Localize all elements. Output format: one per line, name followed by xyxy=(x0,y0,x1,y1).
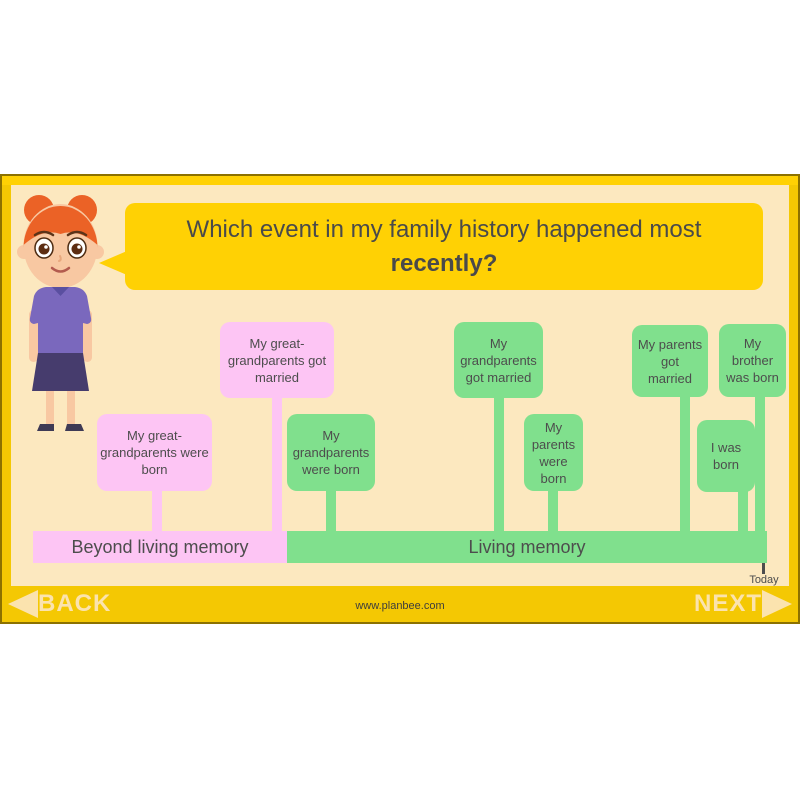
speech-bubble-tail xyxy=(99,251,127,275)
back-arrow-icon xyxy=(8,590,38,618)
event-box-parents-married: My parents got married xyxy=(632,325,708,397)
event-box-great-grandparents-born: My great- grandparents were born xyxy=(97,414,212,491)
era-label: Beyond living memory xyxy=(71,536,249,557)
speech-bubble: Which event in my family history happene… xyxy=(125,203,763,290)
stem-parents-born xyxy=(548,490,558,531)
stem-great-grandparents-born xyxy=(152,490,162,531)
event-box-grandparents-born: My grandparents were born xyxy=(287,414,375,491)
next-arrow-icon xyxy=(762,590,792,618)
next-button[interactable]: NEXT xyxy=(694,590,798,618)
event-label: My brother was born xyxy=(726,336,779,385)
event-label: My grandparents were born xyxy=(292,428,370,477)
next-button-label: NEXT xyxy=(693,590,762,617)
event-label: My parents got married xyxy=(637,336,703,386)
stem-brother-born xyxy=(755,396,765,531)
website-url: www.planbee.com xyxy=(355,600,445,612)
stem-grandparents-born xyxy=(326,490,336,531)
today-label: Today xyxy=(749,574,779,586)
back-button-label: BACK xyxy=(38,590,112,617)
slide-gold-border xyxy=(2,176,798,185)
event-label: My great- grandparents were born xyxy=(100,428,209,477)
event-label: My parents were born xyxy=(531,419,576,486)
stem-great-grandparents-married xyxy=(272,397,282,531)
stem-parents-married xyxy=(680,396,690,531)
stem-i-was-born xyxy=(738,491,748,531)
era-bar-living-memory: Living memory xyxy=(287,531,767,563)
back-button[interactable]: BACK xyxy=(2,590,111,618)
event-label: I was born xyxy=(710,440,742,472)
event-label: My grandparents got married xyxy=(460,335,537,385)
slide: Which event in my family history happene… xyxy=(0,174,800,624)
footer-bar: BACK NEXT xyxy=(2,586,798,622)
event-box-great-grandparents-married: My great- grandparents got married xyxy=(220,322,334,398)
era-bar-beyond-living-memory: Beyond living memory xyxy=(33,531,287,563)
question-line-1: Which event in my family history happene… xyxy=(186,215,702,243)
question-line-2: recently? xyxy=(390,249,498,277)
event-box-brother-born: My brother was born xyxy=(719,324,786,397)
event-box-grandparents-married: My grandparents got married xyxy=(454,322,543,398)
stem-grandparents-married xyxy=(494,397,504,531)
event-label: My great- grandparents got married xyxy=(227,335,327,385)
today-tick-mark xyxy=(762,563,765,574)
event-box-parents-born: My parents were born xyxy=(524,414,583,491)
era-label: Living memory xyxy=(468,536,586,557)
girl-character-illustration xyxy=(17,195,104,431)
event-box-i-was-born: I was born xyxy=(697,420,755,492)
